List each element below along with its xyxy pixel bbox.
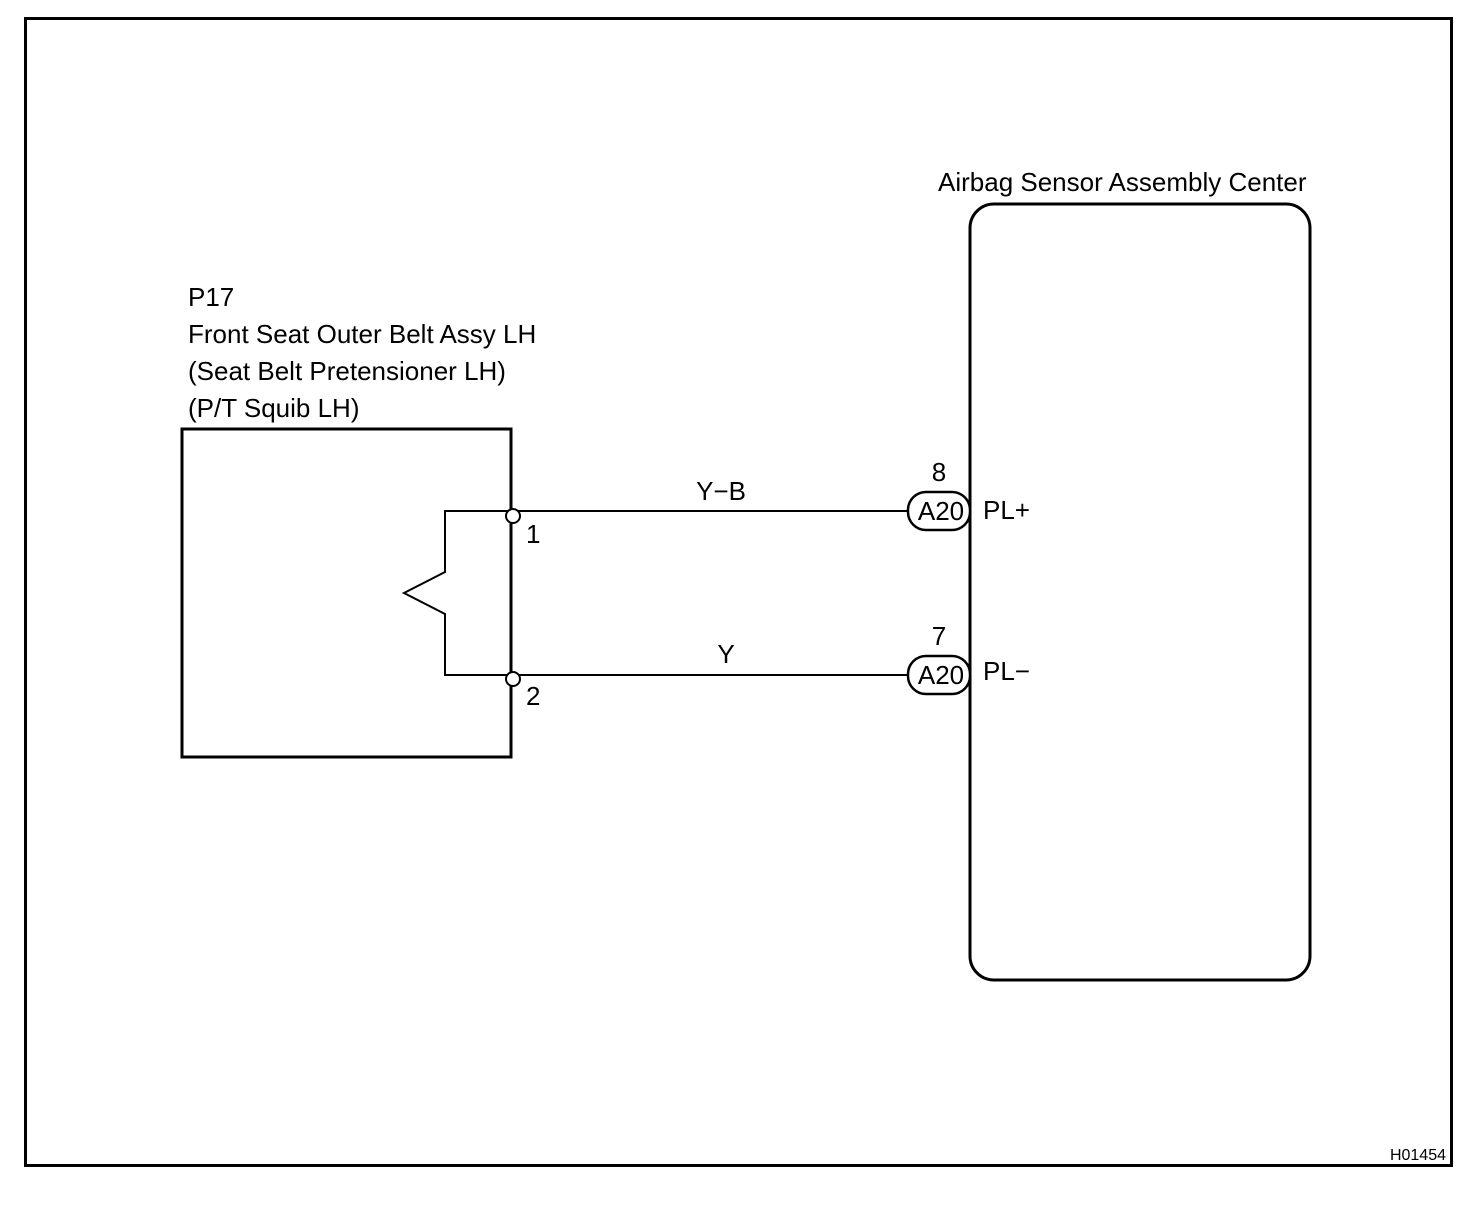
- component-subtitle-1: (Seat Belt Pretensioner LH): [188, 356, 506, 386]
- figure-id: H01454: [1390, 1147, 1446, 1164]
- pin-1-label: 1: [526, 519, 540, 549]
- connector-a20-lower: [906, 654, 972, 696]
- airbag-sensor-box: [968, 202, 1312, 982]
- wire-color-label-1: Y−B: [696, 476, 746, 506]
- terminal-name-upper: PL+: [983, 495, 1030, 525]
- pretensioner-box: [180, 427, 513, 759]
- connector-a20-upper: [906, 490, 972, 532]
- connector-pin-lower: 7: [932, 621, 946, 651]
- wire-color-label-2: Y: [717, 639, 734, 669]
- terminal-2: [505, 671, 521, 687]
- terminal-name-lower: PL−: [983, 656, 1030, 686]
- connector-label-lower: A20: [918, 660, 964, 690]
- airbag-sensor-name: Airbag Sensor Assembly Center: [938, 167, 1307, 197]
- connector-label-upper: A20: [918, 496, 964, 526]
- pin-2-label: 2: [526, 681, 540, 711]
- terminal-1: [505, 508, 521, 524]
- connector-pin-upper: 8: [932, 457, 946, 487]
- squib-symbol: [401, 510, 511, 676]
- component-code: P17: [188, 282, 234, 312]
- component-subtitle-2: (P/T Squib LH): [188, 393, 359, 423]
- component-name: Front Seat Outer Belt Assy LH: [188, 319, 536, 349]
- diagram-frame: [24, 17, 1453, 1167]
